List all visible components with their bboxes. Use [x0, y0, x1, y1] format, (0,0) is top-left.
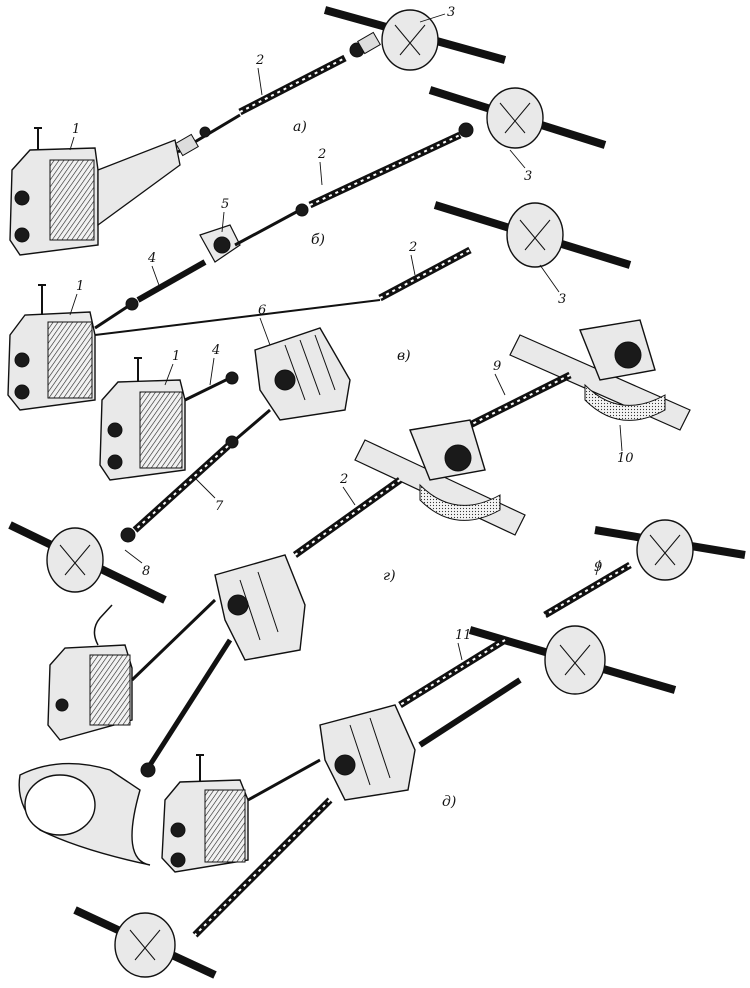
callout-label: 3: [558, 292, 566, 307]
propeller-shaft-icon: [468, 371, 572, 429]
callout-label: 7: [215, 499, 224, 514]
transfer-case-icon: [254, 327, 351, 421]
callout-label: 4: [211, 343, 220, 358]
universal-joint-icon: [120, 527, 136, 543]
propeller-shaft-icon: [543, 561, 632, 619]
variant-label-a: а): [293, 119, 307, 135]
variant-b: [7, 86, 632, 411]
variant-g: [18, 319, 691, 866]
drive-axle-icon: [594, 519, 746, 581]
universal-joint-icon: [295, 203, 309, 217]
callout-label: 4: [147, 251, 156, 266]
callout-label: 2: [339, 472, 348, 487]
callout-label: 2: [408, 240, 417, 255]
variant-label-b: б): [311, 232, 325, 248]
universal-joint-icon: [458, 122, 474, 138]
callout-label: 1: [172, 349, 180, 364]
propeller-shaft-icon: [398, 637, 507, 708]
drive-axle-icon: [323, 6, 507, 71]
front-propeller-shaft-icon: [192, 797, 333, 938]
callout-label: 1: [72, 122, 80, 137]
universal-joint-icon: [225, 371, 239, 385]
intermediate-support-icon: [199, 224, 241, 263]
callout-labels: 1 2 3 2 3 5 4 2 1 3 6 1 4 9 7 2 8 10 9 1…: [72, 5, 634, 643]
worm-axle-icon: [509, 319, 691, 431]
universal-joint-icon: [175, 126, 211, 157]
callout-label: 1: [76, 279, 84, 294]
callout-label: 2: [317, 147, 326, 162]
callout-leaders: [69, 13, 623, 661]
callout-label: 6: [258, 303, 266, 318]
callout-label: 5: [221, 197, 229, 212]
propeller-shaft-icon: [308, 131, 462, 209]
variant-v: [8, 327, 351, 604]
intermediate-shaft-icon: [136, 259, 207, 303]
variant-labels: а) б) в) г) д): [293, 119, 456, 810]
gearbox-icon: [9, 127, 181, 256]
callout-label: 10: [617, 451, 634, 466]
callout-label: 9: [493, 359, 501, 374]
variant-d: [73, 519, 746, 979]
transfer-case-icon: [319, 704, 416, 801]
gearbox-icon: [47, 604, 133, 741]
gearbox-icon: [99, 357, 186, 481]
front-drive-axle-icon: [18, 762, 151, 866]
universal-joint-icon: [125, 297, 139, 311]
variant-label-d: д): [442, 794, 456, 810]
drive-axle-icon: [433, 201, 632, 269]
callout-label: 8: [142, 564, 150, 579]
variant-label-g: г): [383, 568, 396, 584]
callout-label: 3: [524, 169, 532, 184]
universal-joint-icon: [140, 762, 156, 778]
transfer-case-icon: [214, 554, 306, 661]
front-drive-axle-icon: [8, 521, 167, 604]
drive-axle-icon: [468, 625, 677, 695]
callout-label: 9: [594, 560, 602, 575]
front-drive-axle-icon: [73, 906, 217, 979]
propeller-shaft-icon: [292, 477, 403, 558]
worm-axle-icon: [354, 419, 526, 536]
callout-label: 11: [455, 628, 472, 643]
propeller-shaft-icon: [238, 54, 347, 116]
callout-label: 2: [255, 53, 264, 68]
propeller-shaft-icon: [378, 246, 472, 302]
gearbox-icon: [7, 284, 96, 411]
variant-label-v: в): [397, 348, 411, 364]
universal-joint-icon: [349, 31, 381, 58]
universal-joint-icon: [225, 435, 239, 449]
variant-a: [9, 6, 507, 256]
gearbox-icon: [161, 754, 249, 873]
callout-label: 3: [447, 5, 455, 20]
drive-axle-icon: [428, 86, 607, 149]
front-propeller-shaft-icon: [132, 443, 231, 533]
